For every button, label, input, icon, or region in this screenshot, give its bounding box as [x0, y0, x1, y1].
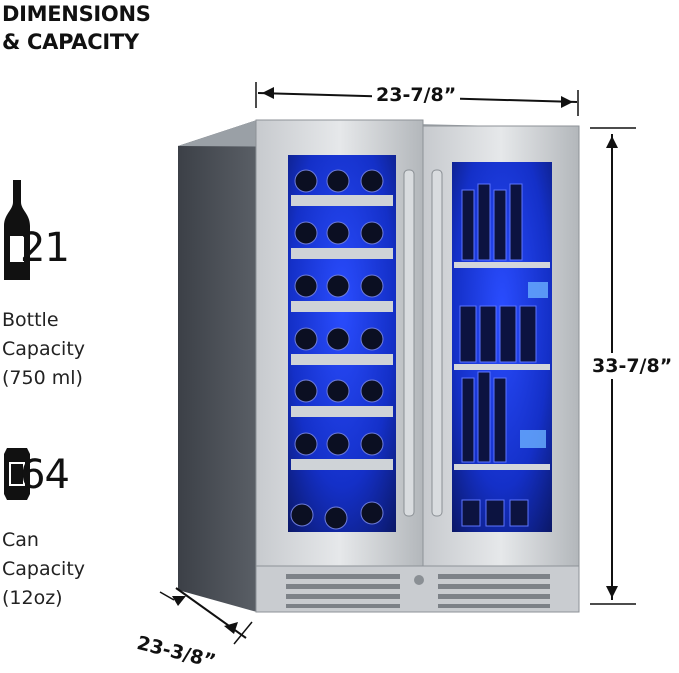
- bottle-capacity-number: 21: [20, 225, 70, 271]
- can-label-line-1: Can: [2, 529, 39, 551]
- title-line-1: DIMENSIONS: [2, 2, 151, 26]
- can-label-line-3: (12oz): [2, 587, 63, 609]
- vent-slats: [286, 574, 550, 608]
- page-title: DIMENSIONS & CAPACITY: [2, 0, 202, 56]
- beverage-can-icon: [4, 448, 30, 500]
- cabinet-side-panel: [178, 120, 257, 612]
- width-dimension-label: 23-7/8”: [372, 84, 461, 106]
- bottle-label-line-2: Capacity: [2, 338, 86, 360]
- beverage-shelves: [454, 262, 550, 470]
- right-door-handle: [431, 169, 443, 517]
- light-panel: [528, 282, 548, 298]
- bottle-capacity-label: Bottle Capacity (750 ml): [2, 306, 85, 393]
- can-capacity-number: 64: [20, 452, 70, 498]
- height-dimension-label: 33-7/8”: [590, 353, 675, 379]
- wine-racks: [291, 195, 393, 470]
- wine-bottle-icon: [4, 180, 30, 280]
- light-panel: [520, 430, 546, 448]
- bottle-label-line-3: (750 ml): [2, 367, 83, 389]
- beverages: [459, 183, 537, 527]
- can-capacity-label: Can Capacity (12oz): [2, 526, 85, 613]
- wine-bottles: [290, 169, 384, 530]
- bottle-label-line-1: Bottle: [2, 309, 59, 331]
- lock-icon: [414, 575, 424, 585]
- left-door-handle: [403, 169, 415, 517]
- title-line-2: & CAPACITY: [2, 30, 139, 54]
- can-label-line-2: Capacity: [2, 558, 86, 580]
